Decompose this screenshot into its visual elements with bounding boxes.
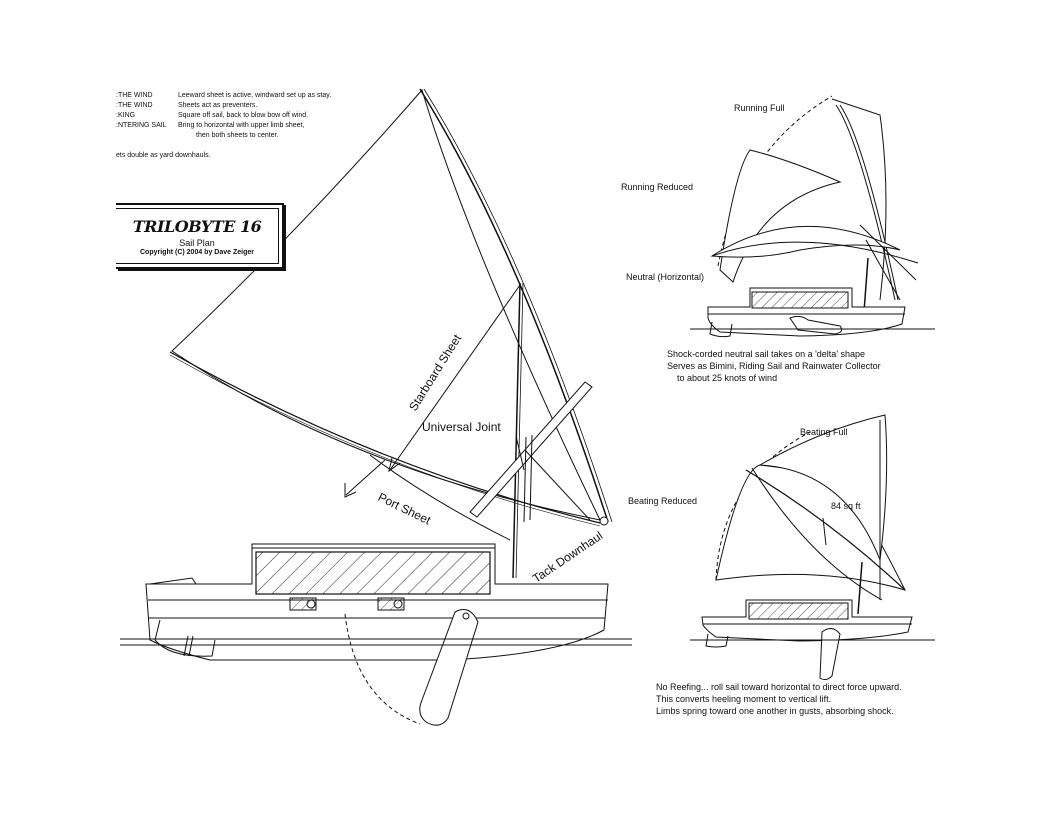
universal-joint-label: Universal Joint <box>422 420 501 434</box>
neutral-caption-line: to about 25 knots of wind <box>677 373 778 383</box>
note-row <box>116 141 356 151</box>
main-sail <box>169 88 613 527</box>
running-full-label: Running Full <box>734 103 785 113</box>
drawing-subtitle: Sail Plan <box>179 238 215 248</box>
note-row: KING: Square off sail, back to blow bow o… <box>116 111 356 121</box>
note-text: Square off sail, back to blow bow off wi… <box>178 112 309 119</box>
sheets <box>344 284 521 541</box>
note-key <box>116 131 174 141</box>
note-key: NTERING SAIL: <box>116 122 167 129</box>
beating-caption-line: No Reefing... roll sail toward horizonta… <box>656 682 902 692</box>
note-text: Leeward sheet is active, windward set up… <box>178 92 332 99</box>
sail-area-label: 84 sq ft <box>831 501 861 511</box>
title-block-inner: TRILOBYTE 16 Sail Plan Copyright (C) 200… <box>116 208 279 264</box>
neutral-label: Neutral (Horizontal) <box>626 272 705 282</box>
note-text: Bring to horizontal with upper limb shee… <box>178 122 305 129</box>
handling-notes: THE WIND: Leeward sheet is active, windwa… <box>116 91 356 161</box>
note-row: THE WIND: Leeward sheet is active, windwa… <box>116 91 356 101</box>
running-reduced-label: Running Reduced <box>621 182 694 192</box>
mast <box>469 282 609 579</box>
note-row: THE WIND: Sheets act as preventers. <box>116 101 356 111</box>
neutral-caption-line: Serves as Bimini, Riding Sail and Rainwa… <box>667 361 881 371</box>
beating-diagram <box>690 414 935 681</box>
beating-caption-line: This converts heeling moment to vertical… <box>656 694 832 704</box>
beating-reduced-label: Beating Reduced <box>628 496 698 506</box>
note-text: ets double as yard downhauls. <box>116 152 211 159</box>
note-text: then both sheets to center. <box>196 132 279 139</box>
note-row: ets double as yard downhauls. <box>116 151 356 161</box>
title-block: TRILOBYTE 16 Sail Plan Copyright (C) 200… <box>116 203 284 269</box>
copyright: Copyright (C) 2004 by Dave Zeiger <box>140 249 254 256</box>
note-text: Sheets act as preventers. <box>178 102 258 109</box>
note-text <box>174 141 178 151</box>
drawing-title: TRILOBYTE 16 <box>132 217 262 236</box>
note-key: KING: <box>116 112 136 119</box>
note-key: THE WIND: <box>116 92 153 99</box>
note-row: then both sheets to center. <box>116 131 356 141</box>
note-key <box>116 141 174 151</box>
beating-caption-line: Limbs spring toward one another in gusts… <box>656 706 894 716</box>
note-row: NTERING SAIL: Bring to horizontal with up… <box>116 121 356 131</box>
running-diagram <box>690 95 935 338</box>
neutral-caption-line: Shock-corded neutral sail takes on a 'de… <box>667 349 866 359</box>
note-key: THE WIND: <box>116 102 153 109</box>
beating-full-label: Beating Full <box>800 427 848 437</box>
